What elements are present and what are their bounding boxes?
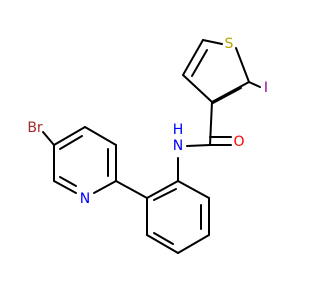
bond-py-inner-3 <box>59 176 77 187</box>
bond-py5-py6 <box>53 180 77 194</box>
bond-py6-py1 <box>93 180 117 194</box>
molecule-structure: S I O N H N Br <box>27 36 268 254</box>
atom-br: Br <box>27 120 43 136</box>
bond-ph1-ph2 <box>177 180 210 199</box>
bond-phenyl-pyridine <box>115 180 148 199</box>
bond-py-inner-2 <box>59 135 83 150</box>
bond-ph6-ph1 <box>146 180 179 199</box>
bonds <box>42 39 261 254</box>
atom-n-pyridine: N <box>80 191 90 207</box>
bond-ph-inner-3 <box>153 188 177 201</box>
atom-o: O <box>233 134 244 150</box>
bond-pyridine-br <box>42 131 55 146</box>
bond-c2-c3 <box>211 81 250 103</box>
bond-c2-i <box>248 81 261 88</box>
atom-s: S <box>225 36 234 52</box>
atom-labels: S I O N H N Br <box>27 36 268 207</box>
bond-ph4-ph5 <box>146 234 179 254</box>
atom-n-amide: N <box>173 138 183 154</box>
bond-ph3-ph4 <box>177 234 210 254</box>
bond-c4-c5 <box>182 39 204 76</box>
atom-h-amide: H <box>173 122 184 138</box>
bond-c2-c3-inner <box>212 87 242 104</box>
bond-c5-s <box>202 39 223 45</box>
bond-carbonyl-n <box>186 144 211 147</box>
bond-ph-inner-2 <box>153 232 174 245</box>
bond-s-c2 <box>235 47 250 83</box>
bond-c3-c4 <box>182 74 213 103</box>
bond-c3-carbonyl <box>209 101 213 146</box>
bond-c4-c5-inner <box>191 49 208 77</box>
atom-i: I <box>264 80 268 96</box>
bond-py3-py4 <box>53 126 86 146</box>
bond-py2-py3 <box>84 126 117 146</box>
